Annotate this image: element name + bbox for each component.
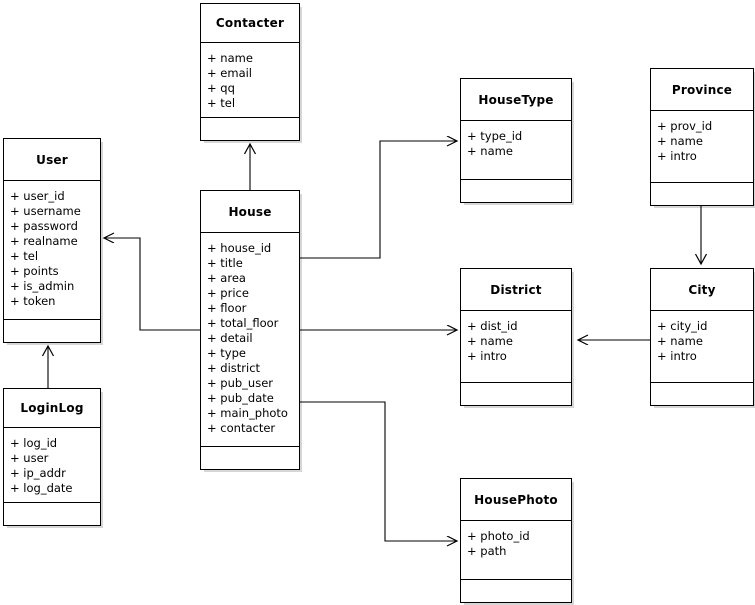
class-attribute: + ip_addr bbox=[10, 466, 66, 480]
class-box-housetype[interactable]: HouseType + type_id+ name bbox=[460, 78, 572, 203]
class-operations-loginlog bbox=[4, 503, 100, 525]
class-attribute: + path bbox=[467, 544, 507, 558]
relationship-house-to-housephoto bbox=[300, 401, 457, 541]
class-box-user[interactable]: User + user_id+ username+ password+ real… bbox=[3, 138, 101, 343]
class-attribute: + total_floor bbox=[207, 316, 279, 330]
class-attributes-housephoto: + photo_id+ path bbox=[461, 521, 571, 580]
class-operations-house bbox=[201, 447, 299, 469]
class-attribute: + is_admin bbox=[10, 279, 75, 293]
class-attribute: + intro bbox=[467, 349, 507, 363]
class-attribute: + password bbox=[10, 219, 78, 233]
class-attribute: + token bbox=[10, 294, 56, 308]
class-title-housetype: HouseType bbox=[461, 79, 571, 121]
class-attribute: + name bbox=[657, 334, 703, 348]
class-attribute: + tel bbox=[10, 249, 39, 263]
class-attribute: + email bbox=[207, 66, 253, 80]
class-attribute: + contacter bbox=[207, 421, 276, 435]
class-attribute: + prov_id bbox=[657, 119, 713, 133]
class-box-province[interactable]: Province + prov_id+ name+ intro bbox=[650, 68, 754, 206]
class-attribute: + realname bbox=[10, 234, 78, 248]
class-attribute: + name bbox=[207, 51, 253, 65]
class-attribute: + price bbox=[207, 286, 249, 300]
class-box-loginlog[interactable]: LoginLog + log_id+ user+ ip_addr+ log_da… bbox=[3, 388, 101, 526]
class-attribute: + user_id bbox=[10, 189, 65, 203]
class-operations-housephoto bbox=[461, 580, 571, 602]
class-attribute: + floor bbox=[207, 301, 247, 315]
class-operations-housetype bbox=[461, 180, 571, 202]
class-attribute: + log_id bbox=[10, 436, 58, 450]
class-box-city[interactable]: City + city_id+ name+ intro bbox=[650, 268, 754, 406]
class-box-housephoto[interactable]: HousePhoto + photo_id+ path bbox=[460, 478, 572, 603]
class-attribute: + points bbox=[10, 264, 59, 278]
class-attribute: + tel bbox=[207, 96, 236, 110]
class-attribute: + area bbox=[207, 271, 246, 285]
class-attribute: + name bbox=[657, 134, 703, 148]
class-title-province: Province bbox=[651, 69, 753, 111]
class-attributes-loginlog: + log_id+ user+ ip_addr+ log_date bbox=[4, 428, 100, 503]
class-box-contacter[interactable]: Contacter + name+ email+ qq+ tel bbox=[200, 3, 300, 141]
class-operations-district bbox=[461, 383, 571, 405]
relationship-house-to-housetype bbox=[300, 141, 457, 259]
class-attribute: + pub_user bbox=[207, 376, 274, 390]
class-attribute: + main_photo bbox=[207, 406, 288, 420]
class-attributes-contacter: + name+ email+ qq+ tel bbox=[201, 43, 299, 118]
class-attribute: + intro bbox=[657, 149, 697, 163]
class-title-loginlog: LoginLog bbox=[4, 389, 100, 428]
class-attribute: + title bbox=[207, 256, 243, 270]
class-attribute: + photo_id bbox=[467, 529, 530, 543]
class-attribute: + qq bbox=[207, 81, 235, 95]
class-box-district[interactable]: District + dist_id+ name+ intro bbox=[460, 268, 572, 406]
class-attribute: + house_id bbox=[207, 241, 272, 255]
class-title-house: House bbox=[201, 191, 299, 233]
class-attribute: + dist_id bbox=[467, 319, 518, 333]
class-attributes-housetype: + type_id+ name bbox=[461, 121, 571, 180]
class-attributes-district: + dist_id+ name+ intro bbox=[461, 311, 571, 383]
class-attribute: + detail bbox=[207, 331, 253, 345]
class-title-user: User bbox=[4, 139, 100, 181]
class-attribute: + username bbox=[10, 204, 81, 218]
class-attribute: + user bbox=[10, 451, 49, 465]
class-attributes-city: + city_id+ name+ intro bbox=[651, 311, 753, 383]
class-attribute: + pub_date bbox=[207, 391, 274, 405]
class-title-district: District bbox=[461, 269, 571, 311]
class-title-city: City bbox=[651, 269, 753, 311]
class-operations-user bbox=[4, 320, 100, 342]
class-operations-province bbox=[651, 183, 753, 205]
class-title-contacter: Contacter bbox=[201, 4, 299, 43]
class-operations-city bbox=[651, 383, 753, 405]
class-attributes-house: + house_id+ title+ area+ price+ floor+ t… bbox=[201, 233, 299, 447]
class-attribute: + name bbox=[467, 144, 513, 158]
class-attributes-user: + user_id+ username+ password+ realname+… bbox=[4, 181, 100, 320]
class-attribute: + log_date bbox=[10, 481, 73, 495]
class-attribute: + type_id bbox=[467, 129, 523, 143]
class-attribute: + district bbox=[207, 361, 261, 375]
class-operations-contacter bbox=[201, 118, 299, 140]
class-attribute: + city_id bbox=[657, 319, 708, 333]
class-attributes-province: + prov_id+ name+ intro bbox=[651, 111, 753, 183]
class-box-house[interactable]: House + house_id+ title+ area+ price+ fl… bbox=[200, 190, 300, 470]
class-attribute: + intro bbox=[657, 349, 697, 363]
relationship-house-to-user bbox=[104, 238, 200, 331]
class-attribute: + type bbox=[207, 346, 246, 360]
class-title-housephoto: HousePhoto bbox=[461, 479, 571, 521]
class-attribute: + name bbox=[467, 334, 513, 348]
